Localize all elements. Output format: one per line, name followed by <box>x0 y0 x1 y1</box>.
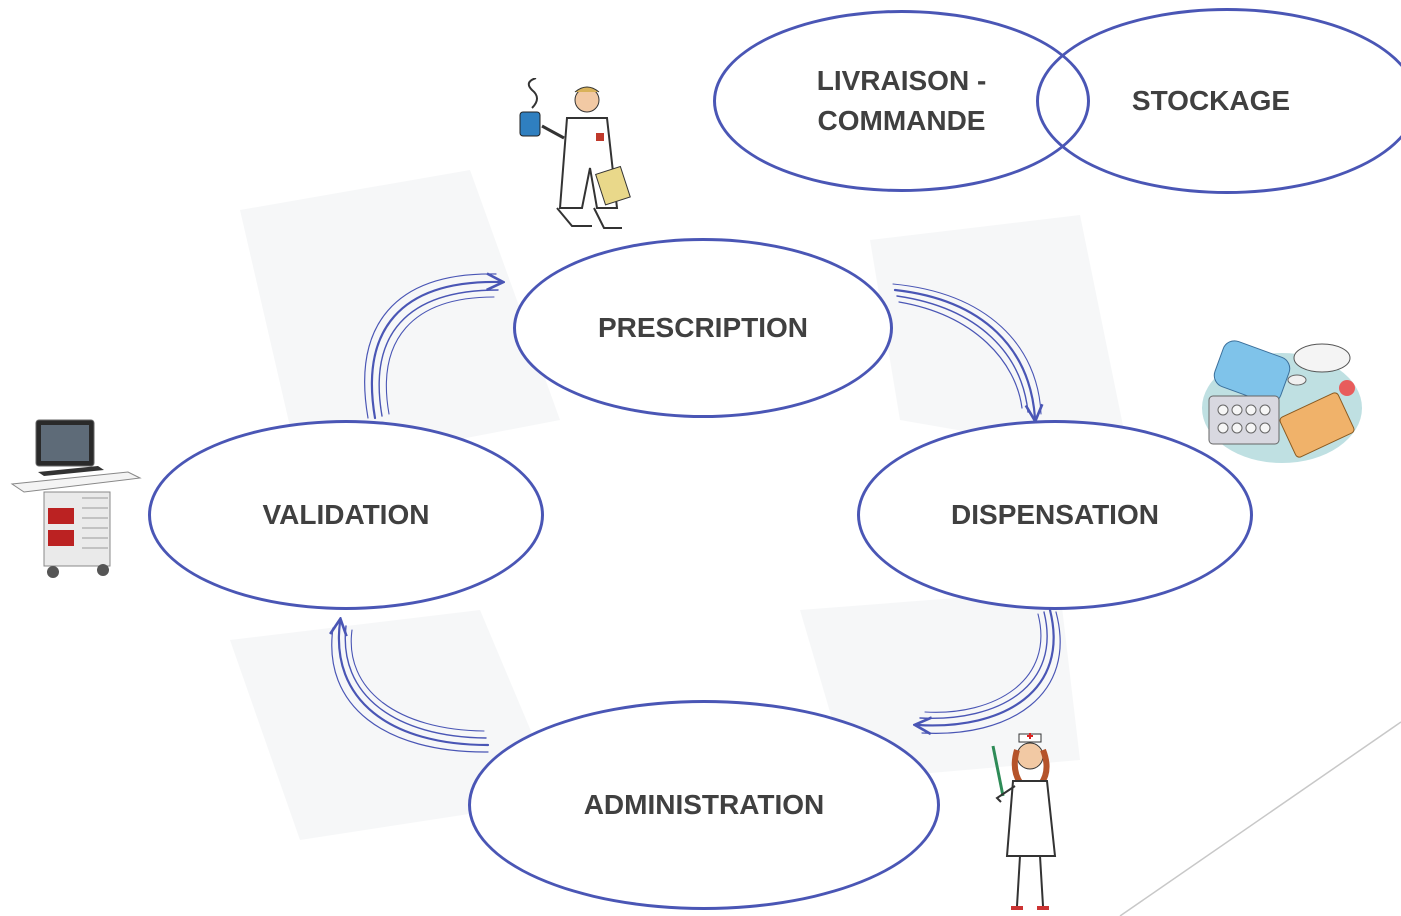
cycle-arrows <box>332 274 1061 753</box>
arrow-administration-to-validation <box>332 622 490 753</box>
livraison-commande-label: LIVRAISON - COMMANDE <box>817 61 987 141</box>
administration-label: ADMINISTRATION <box>583 789 825 820</box>
corner-line <box>1119 721 1401 916</box>
arrow-dispensation-to-administration <box>918 608 1061 733</box>
stockage-label: STOCKAGE <box>1131 85 1291 116</box>
validation-node: VALIDATION <box>148 420 544 610</box>
prescription-node: PRESCRIPTION <box>513 238 893 418</box>
livraison-commande-line-2: COMMANDE <box>817 105 986 136</box>
validation-label: VALIDATION <box>262 499 430 530</box>
doctor-with-coffee-icon <box>519 78 631 229</box>
dispensation-node: DISPENSATION <box>857 420 1253 610</box>
arrow-prescription-to-dispensation <box>892 283 1041 418</box>
arrow-validation-to-prescription <box>364 274 500 420</box>
medication-pills-icon <box>1202 340 1362 463</box>
livraison-commande-node: LIVRAISON - COMMANDE <box>713 10 1090 192</box>
prescription-label: PRESCRIPTION <box>597 312 809 343</box>
nurse-with-syringe-icon <box>991 733 1057 910</box>
stockage-node: STOCKAGE <box>1036 8 1401 194</box>
administration-node: ADMINISTRATION <box>468 700 940 910</box>
dispensation-label: DISPENSATION <box>951 499 1159 530</box>
medication-cart-computer-icon <box>10 419 142 578</box>
livraison-commande-line-1: LIVRAISON - <box>816 65 987 96</box>
